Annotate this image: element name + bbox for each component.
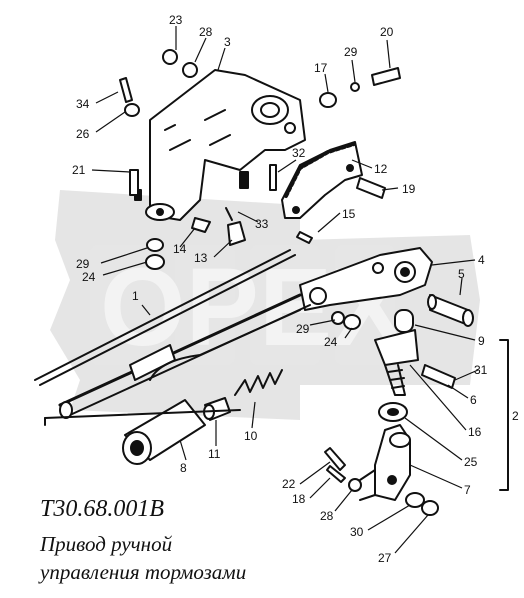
callout-24-left: 24 [82,270,96,284]
pin-5 [427,294,474,327]
callout-22: 22 [282,477,296,491]
bolts [129,67,401,483]
callout-15: 15 [342,207,356,221]
callout-28-top: 28 [199,25,213,39]
callout-14: 14 [173,242,187,256]
callout-1: 1 [132,289,139,303]
group-bracket-lines [44,409,241,426]
callout-28-bottom: 28 [320,509,334,523]
callout-29-mid: 29 [296,322,310,336]
callout-8: 8 [180,461,187,475]
callout-27: 25 [464,455,478,469]
callout-2: 2 [512,409,519,423]
callout-30: 30 [350,525,364,539]
callout-29-top: 29 [344,45,358,59]
callout-21: 21 [72,163,86,177]
callout-32: 33 [255,217,269,231]
callout-6: 6 [470,393,477,407]
callout-5: 5 [458,267,465,281]
small-parts [191,207,313,246]
callout-34: 34 [76,97,90,111]
callout-25: 27 [378,551,392,565]
leader-lines [91,26,479,554]
callout-23: 23 [169,13,183,27]
callout-12: 12 [374,162,388,176]
callout-16: 16 [468,425,482,439]
drawing-code: Т30.68.001В [40,496,165,522]
spring-10 [234,369,283,396]
bracket-3 [134,69,306,221]
toothed-sector-12 [281,141,363,219]
fork-assembly [374,309,419,422]
callout-10: 10 [244,429,258,443]
callout-20: 20 [380,25,394,39]
drawing-title-line2: управления тормозами [40,560,247,584]
callout-7: 7 [464,483,471,497]
callout-9: 9 [478,334,485,348]
callout-3: 3 [224,35,231,49]
drawing-title-line1: Привод ручной [40,532,173,556]
callout-33: 31 [474,363,488,377]
callout-4: 4 [478,253,485,267]
rod-1 [34,249,311,419]
callout-18: 18 [292,492,306,506]
callout-17: 17 [314,61,328,75]
callout-24-mid: 24 [324,335,338,349]
tube-8 [122,399,206,465]
callout-31: 32 [292,146,306,160]
callout-29-left: 29 [76,257,90,271]
group-bracket-2 [499,339,509,491]
clevis-7 [359,424,411,501]
callout-19: 19 [402,182,416,196]
lever-4 [299,247,433,311]
callout-26: 26 [76,127,90,141]
callout-11: 11 [208,447,221,461]
callout-13: 13 [194,251,208,265]
callout-labels: 23 28 3 20 29 17 34 26 21 32 12 19 15 33… [72,13,519,565]
